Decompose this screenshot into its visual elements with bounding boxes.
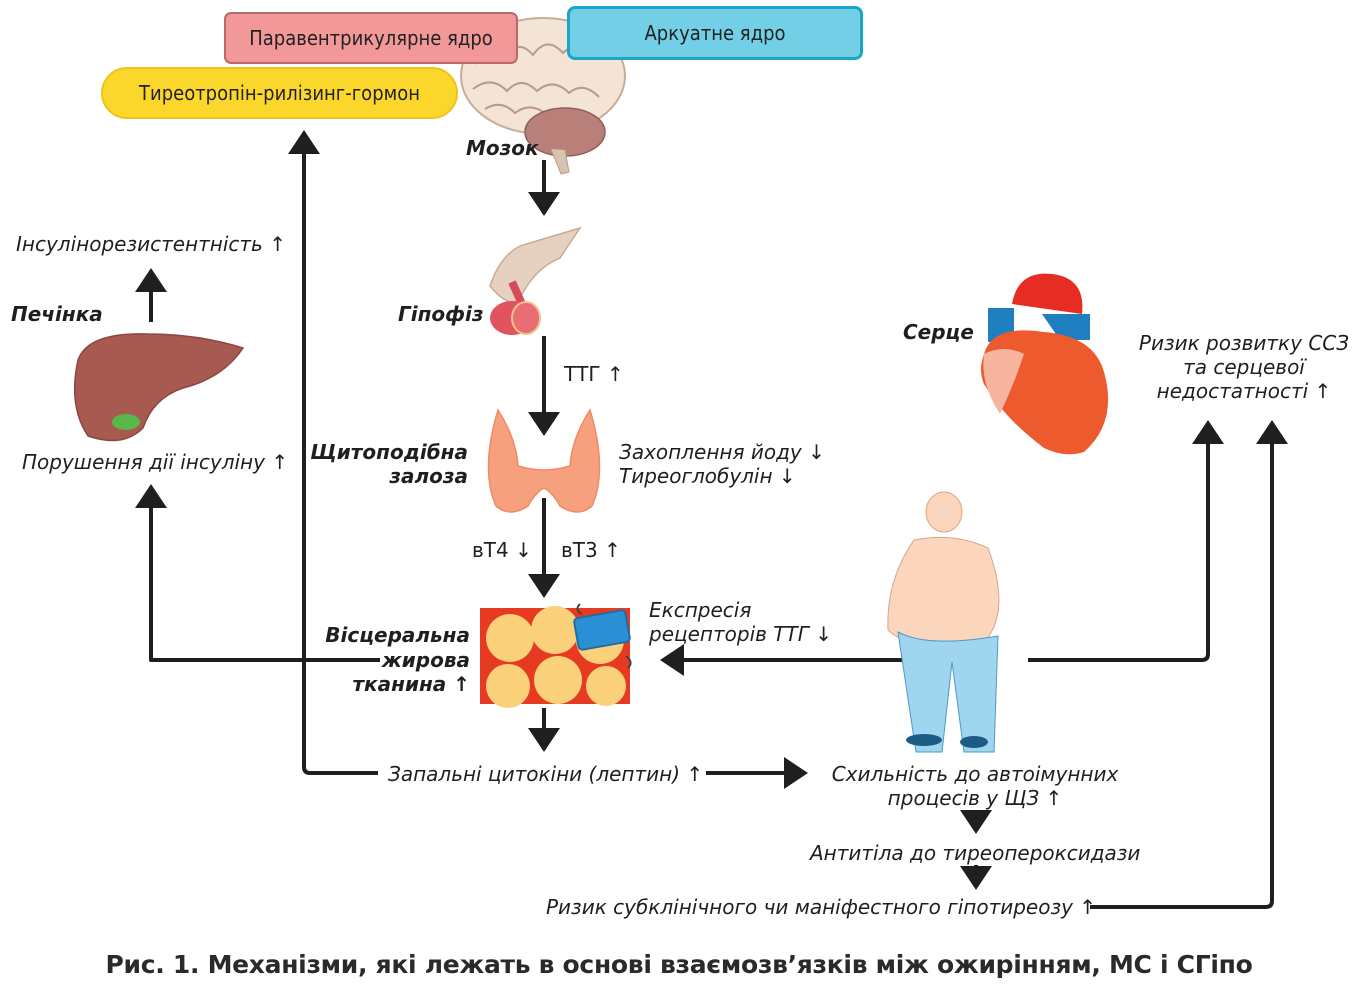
figure-caption: Рис. 1. Механізми, які лежать в основі в… <box>105 950 1253 979</box>
cvd-risk-label-line2: та серцевої <box>1183 355 1305 379</box>
trh-box: Тиреотропін-рилізинг-гормон <box>101 67 458 119</box>
visceral-fat-label-line1: Вісцеральна <box>325 623 470 647</box>
visceral-fat-illustration <box>480 603 632 708</box>
paraventricular-nucleus-box: Паравентрикулярне ядро <box>224 12 518 64</box>
tsh-receptor-label-line2: рецепторів ТТГ ↓ <box>649 622 832 646</box>
arrow-cytokines-to-trh <box>288 130 378 775</box>
obese-person-illustration <box>887 491 1000 753</box>
thyroid-label-line1: Щитоподібна <box>310 440 468 464</box>
thyroid-illustration <box>487 408 601 513</box>
paraventricular-nucleus-label: Паравентрикулярне ядро <box>249 26 493 50</box>
insulin-action-label: Порушення дії інсуліну ↑ <box>22 450 289 474</box>
tsh-label: ТТГ ↑ <box>564 362 624 386</box>
hypothyroidism-risk-label: Ризик субклінічного чи маніфестного гіпо… <box>546 895 1097 919</box>
arrow-obesity-to-cvd <box>1028 420 1224 662</box>
ft4-label: вТ4 ↓ <box>472 538 532 562</box>
visceral-fat-label-line3: тканина ↑ <box>352 672 470 696</box>
pituitary-illustration <box>489 226 582 335</box>
pituitary-label: Гіпофіз <box>398 302 484 326</box>
liver-illustration <box>73 333 245 442</box>
autoimmune-label-line2: процесів у ЩЗ ↑ <box>887 786 1063 810</box>
heart-label: Серце <box>903 320 974 344</box>
liver-label: Печінка <box>11 302 103 326</box>
arrow-hypothyroid-to-cvd <box>1090 420 1288 909</box>
thyroglobulin-label: Тиреоглобулін ↓ <box>619 464 796 488</box>
tpo-antibodies-label: Антитіла до тиреопероксидази <box>810 841 1141 865</box>
ft3-label: вТ3 ↑ <box>561 538 621 562</box>
brain-label: Мозок <box>466 136 539 160</box>
trh-label: Тиреотропін-рилізинг-гормон <box>139 81 420 105</box>
cvd-risk-label-line1: Ризик розвитку ССЗ <box>1138 331 1350 355</box>
cytokines-label: Запальні цитокіни (лептин) ↑ <box>388 762 704 786</box>
heart-illustration <box>981 273 1109 455</box>
tsh-receptor-label-line1: Експресія <box>649 598 752 622</box>
thyroid-label-line2: залоза <box>389 464 468 488</box>
arcuate-nucleus-label: Аркуатне ядро <box>644 21 786 45</box>
iodine-uptake-label: Захоплення йоду ↓ <box>619 440 825 464</box>
insulin-resistance-label: Інсулінорезистентність ↑ <box>16 232 286 256</box>
arcuate-nucleus-box: Аркуатне ядро <box>567 6 863 60</box>
visceral-fat-label-line2: жирова <box>381 648 470 672</box>
cvd-risk-label-line3: недостатності ↑ <box>1156 379 1332 403</box>
autoimmune-label-line1: Схильність до автоімунних <box>831 762 1119 786</box>
